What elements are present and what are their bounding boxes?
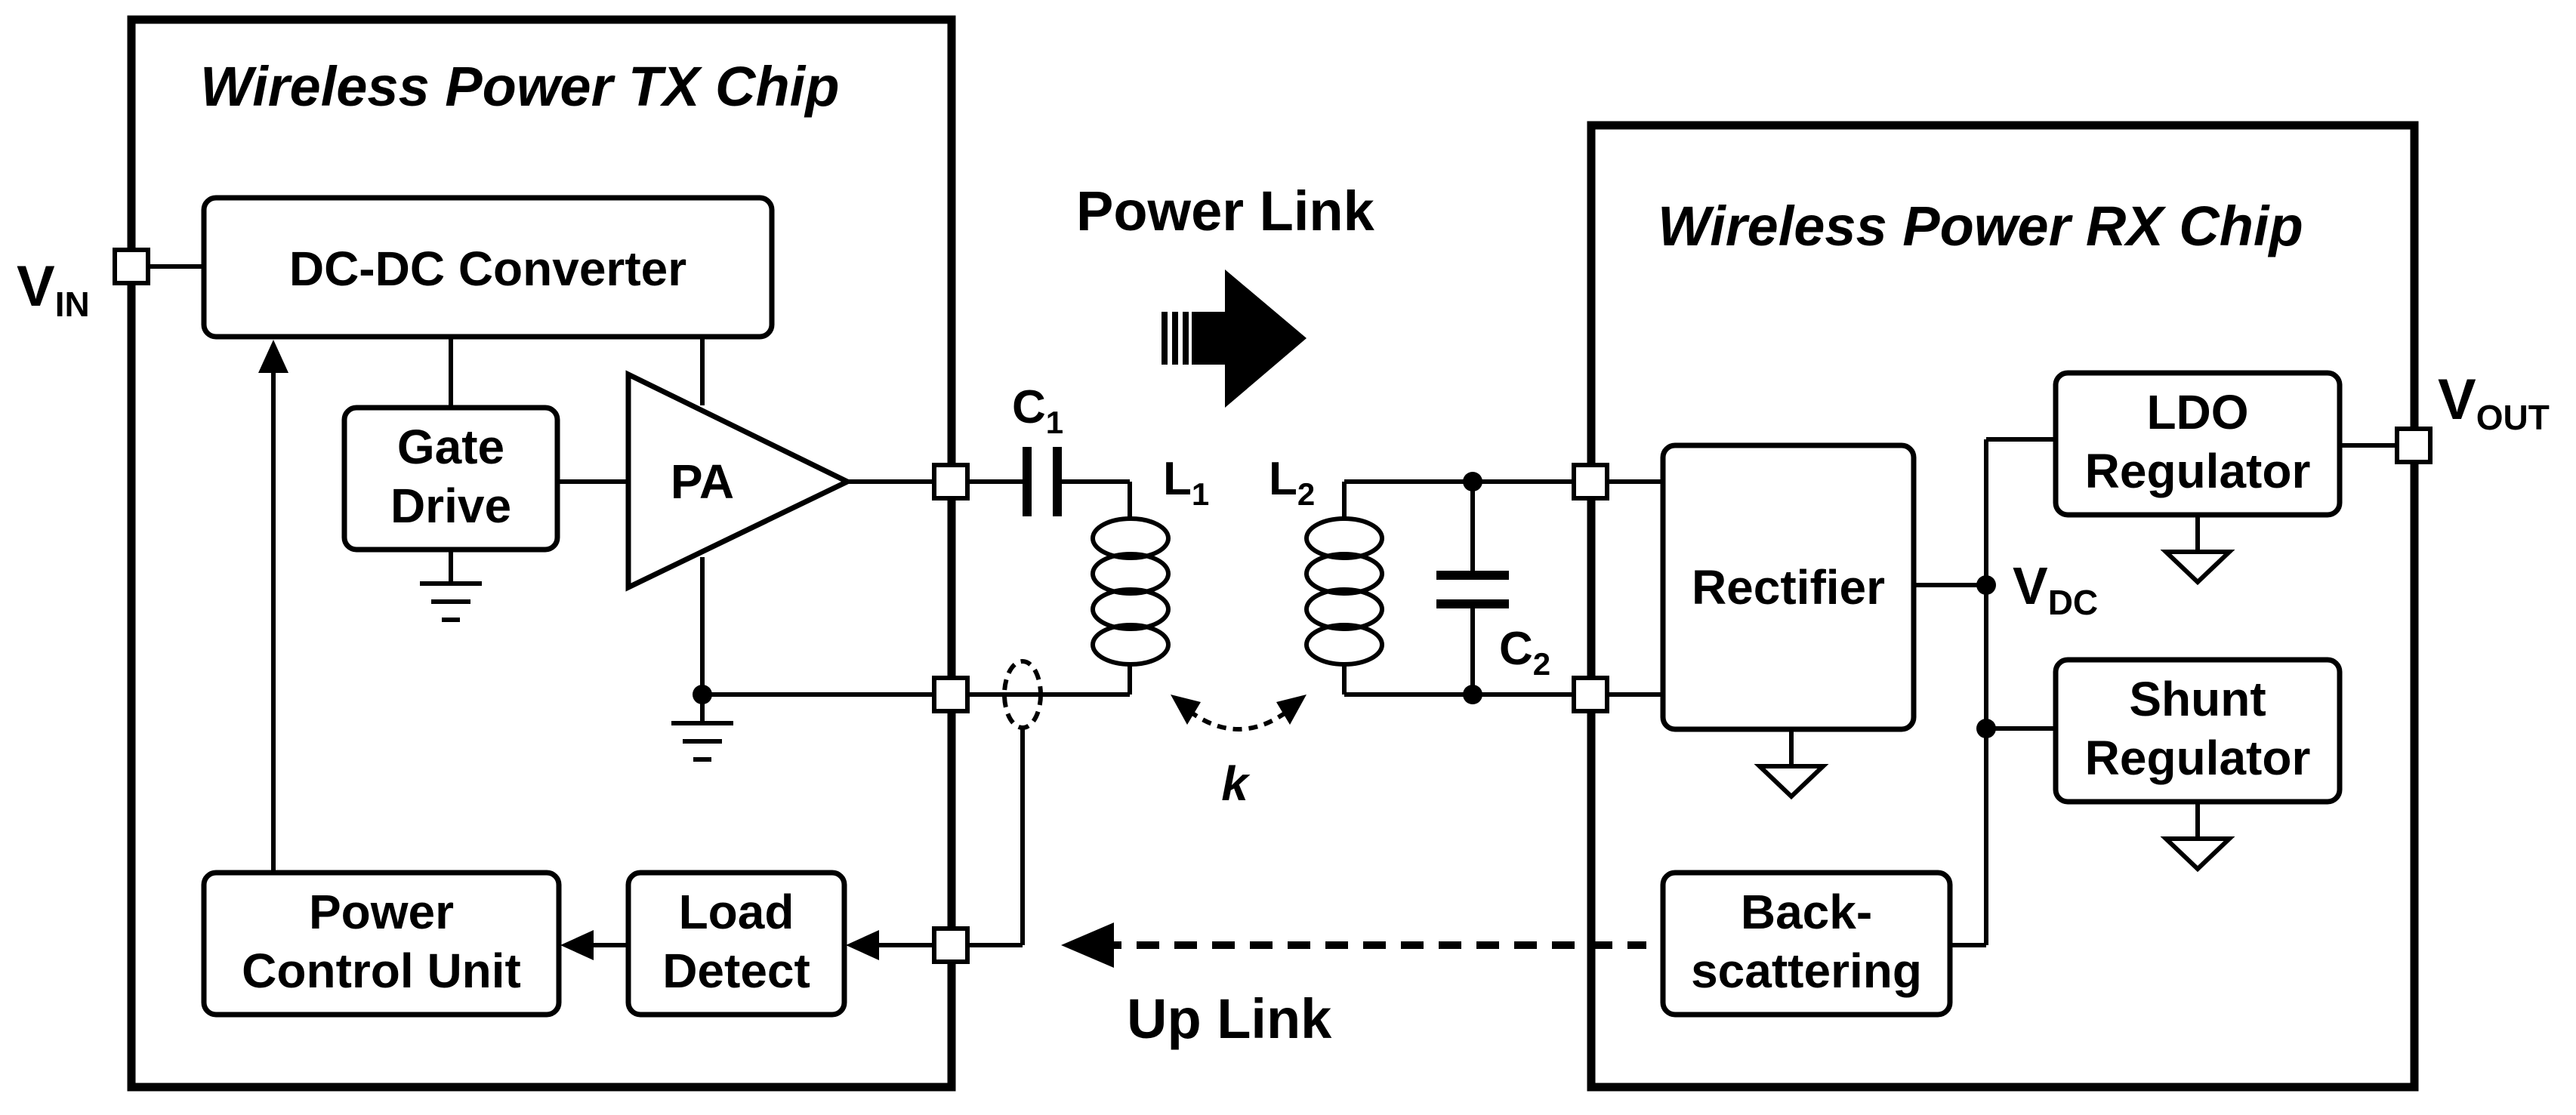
c1-label: C1: [1012, 381, 1063, 440]
l1-coil: [1091, 516, 1171, 667]
tx-chip-title: Wireless Power TX Chip: [200, 55, 839, 118]
coupling-arc: [1188, 709, 1289, 732]
tx-pin-return: [932, 676, 970, 713]
up-link-label: Up Link: [1127, 987, 1332, 1050]
ldo-ground-icon: [2160, 550, 2235, 586]
backscattering-block: [1660, 870, 1953, 1018]
power-control-unit-label-line2: Control Unit: [242, 944, 521, 998]
l1-label: L1: [1163, 453, 1209, 512]
up-link-arrowhead: [1061, 922, 1114, 968]
rx-pin-top: [1572, 463, 1609, 501]
vdc-label: VDC: [2013, 556, 2098, 622]
power-control-unit-label-line1: Power: [309, 885, 454, 939]
dcdc-converter-label: DC-DC Converter: [289, 242, 686, 296]
shunt-regulator-label-line1: Shunt: [2129, 672, 2266, 726]
vin-pin: [113, 248, 150, 285]
shunt-regulator-label-line2: Regulator: [2085, 731, 2311, 785]
pa-label: PA: [671, 454, 734, 509]
l2-label: L2: [1269, 453, 1315, 512]
dcdc-converter-block: [201, 195, 775, 340]
sense-to-load-detect-arrowhead: [846, 930, 879, 960]
tx-pin-out: [932, 463, 970, 501]
pcu-feedback-arrowhead: [258, 340, 288, 373]
ldo-regulator-label-line1: LDO: [2146, 385, 2248, 439]
rectifier-label: Rectifier: [1692, 560, 1885, 614]
coupling-arrowhead-right: [1276, 695, 1307, 725]
gate-drive-ground-icon: [420, 581, 482, 622]
power-link-arrow-icon: [1162, 270, 1307, 408]
ldo-regulator-label-line2: Regulator: [2085, 444, 2311, 498]
vout-pin: [2395, 427, 2433, 464]
load-detect-label-line1: Load: [679, 885, 794, 939]
pa-amplifier-triangle: [625, 370, 854, 592]
coupling-arrowhead-left: [1171, 695, 1201, 725]
gate-drive-label-line1: Gate: [397, 420, 504, 474]
backscattering-label-line1: Back-: [1741, 885, 1872, 939]
power-link-label: Power Link: [1076, 180, 1375, 242]
rx-chip-title: Wireless Power RX Chip: [1658, 195, 2303, 257]
pa-ground-icon: [671, 721, 733, 762]
power-control-unit-block: [201, 870, 562, 1018]
load-detect-label-line2: Detect: [662, 944, 810, 998]
rx-pin-bottom: [1572, 676, 1609, 713]
tx-chip-border: [127, 15, 956, 1092]
tx-pin-sense: [932, 926, 970, 964]
backscattering-label-line2: scattering: [1691, 944, 1922, 998]
load-detect-to-pcu-arrowhead: [560, 930, 594, 960]
coupling-k-label: k: [1221, 756, 1251, 811]
rx-chip-border: [1587, 121, 2419, 1092]
rectifier-ground-icon: [1754, 764, 1829, 800]
l2-coil: [1304, 516, 1384, 667]
c2-label: C2: [1499, 623, 1550, 682]
vin-label: VIN: [17, 254, 90, 324]
gate-drive-label-line2: Drive: [390, 479, 511, 533]
vout-label: VOUT: [2438, 368, 2550, 437]
shunt-ground-icon: [2160, 836, 2235, 873]
